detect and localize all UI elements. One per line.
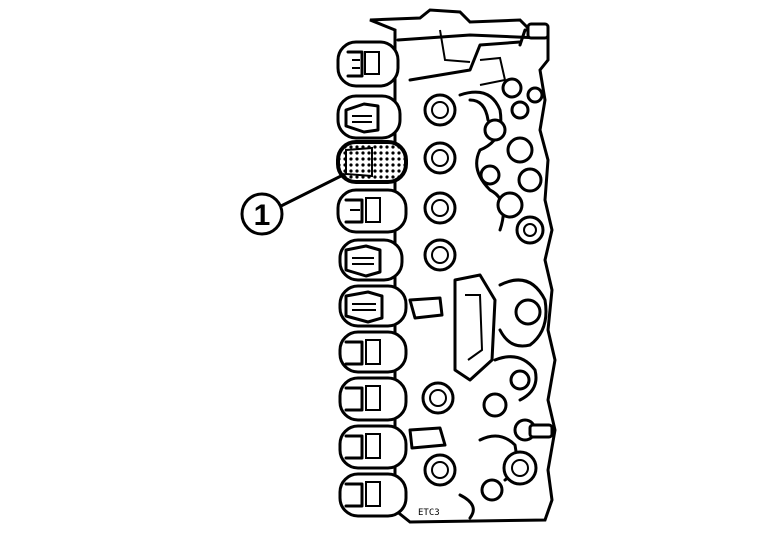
valve-body-passages: ETC3 bbox=[408, 77, 554, 520]
solenoid-valve-8 bbox=[338, 376, 408, 422]
solenoid-valve-5 bbox=[338, 238, 404, 282]
callout-leader-line bbox=[280, 172, 346, 208]
casting-stamp: ETC3 bbox=[418, 508, 440, 518]
solenoid-valve-1 bbox=[336, 40, 400, 88]
solenoid-stack bbox=[336, 40, 408, 518]
solenoid-valve-6 bbox=[338, 284, 408, 328]
solenoid-valve-4 bbox=[336, 188, 408, 234]
solenoid-valve-9 bbox=[338, 424, 408, 470]
solenoid-valve-7 bbox=[338, 330, 408, 374]
callout-circle bbox=[240, 192, 284, 236]
valve-body-housing bbox=[369, 8, 557, 524]
solenoid-valve-10 bbox=[338, 472, 408, 518]
callout-1: 1 bbox=[240, 172, 346, 236]
solenoid-valve-3 bbox=[336, 140, 408, 184]
solenoid-valve-2 bbox=[336, 94, 402, 140]
callout-number: 1 bbox=[254, 199, 271, 232]
